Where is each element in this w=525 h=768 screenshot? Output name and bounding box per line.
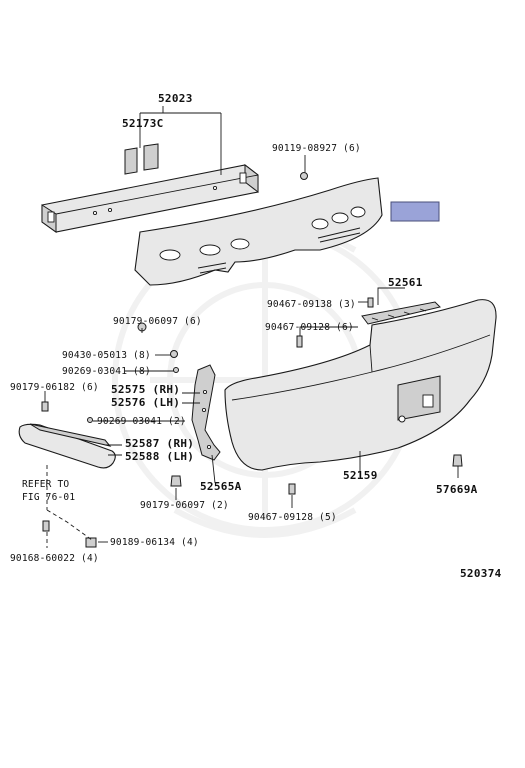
leader-lines xyxy=(44,106,459,548)
label-52023[interactable]: 52023 xyxy=(158,92,193,105)
label-52588-lh[interactable]: 52588 (LH) xyxy=(125,450,194,463)
label-90467-09138[interactable]: 90467-09138 (3) xyxy=(267,299,356,310)
reflector-lens[interactable] xyxy=(18,423,116,469)
label-90189-06134[interactable]: 90189-06134 (4) xyxy=(110,537,199,548)
label-90269-03041-b[interactable]: 90269-03041 (2) xyxy=(97,416,186,427)
bumper-stopper-pads[interactable] xyxy=(124,143,159,175)
reinforcement-beam[interactable] xyxy=(41,163,259,233)
side-retainer[interactable] xyxy=(191,364,221,461)
label-52565a[interactable]: 52565A xyxy=(200,480,242,493)
label-90119-08927[interactable]: 90119-08927 (6) xyxy=(272,143,361,154)
highlight-marker[interactable] xyxy=(390,201,440,222)
label-52575-rh[interactable]: 52575 (RH) xyxy=(111,383,180,396)
label-52159[interactable]: 52159 xyxy=(343,469,378,482)
label-52561[interactable]: 52561 xyxy=(388,276,423,289)
label-90269-03041-a[interactable]: 90269-03041 (8) xyxy=(62,366,151,377)
label-90467-09128-a[interactable]: 90467-09128 (6) xyxy=(265,322,354,333)
bumper-retainer-upper[interactable] xyxy=(361,301,441,325)
label-90168-60022[interactable]: 90168-60022 (4) xyxy=(10,553,99,564)
bumper-cover[interactable] xyxy=(224,299,497,471)
fasteners[interactable] xyxy=(41,172,463,548)
reference-note-line2[interactable]: FIG 76-01 xyxy=(22,492,75,503)
label-52576-lh[interactable]: 52576 (LH) xyxy=(111,396,180,409)
label-90179-06097-a[interactable]: 90179-06097 (6) xyxy=(113,316,202,327)
label-52587-rh[interactable]: 52587 (RH) xyxy=(125,437,194,450)
callout-labels: 52023 52173C 90119-08927 (6) 52561 90467… xyxy=(10,92,502,580)
label-52173c[interactable]: 52173C xyxy=(122,117,164,130)
label-90430-05013[interactable]: 90430-05013 (8) xyxy=(62,350,151,361)
diagram-part-number: 520374 xyxy=(460,567,502,580)
label-90467-09128-b[interactable]: 90467-09128 (5) xyxy=(248,512,337,523)
label-57669a[interactable]: 57669A xyxy=(436,483,478,496)
reference-note-line1[interactable]: REFER TO xyxy=(22,479,69,490)
label-90179-06182[interactable]: 90179-06182 (6) xyxy=(10,382,99,393)
energy-absorber[interactable] xyxy=(134,177,383,286)
label-90179-06097-b[interactable]: 90179-06097 (2) xyxy=(140,500,229,511)
